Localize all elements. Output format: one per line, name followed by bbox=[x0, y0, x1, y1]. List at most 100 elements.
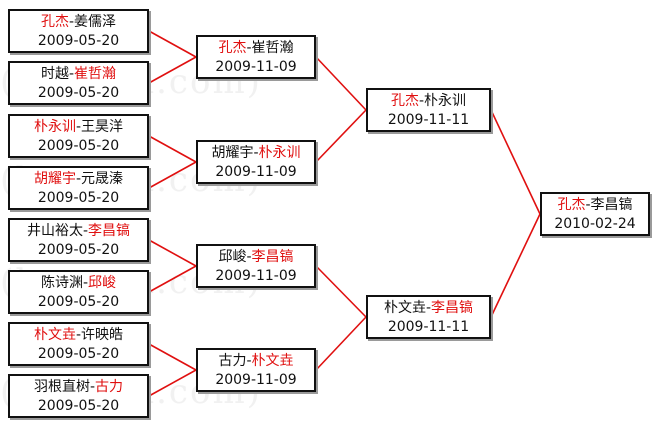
player-name: 朴文垚 bbox=[383, 300, 426, 316]
name-separator: - bbox=[89, 379, 96, 395]
connector-line bbox=[315, 56, 367, 111]
match-date: 2009-11-11 bbox=[387, 112, 470, 128]
player-name: 元晟溱 bbox=[81, 171, 124, 187]
connector-line bbox=[148, 239, 197, 267]
connector-line bbox=[148, 265, 197, 293]
player-name: 邱峻 bbox=[218, 249, 247, 265]
player-name: 王昊洋 bbox=[81, 119, 124, 135]
name-separator: - bbox=[425, 300, 432, 316]
match-date: 2009-05-20 bbox=[37, 138, 120, 154]
player-name: 邱峻 bbox=[88, 275, 117, 291]
connector-line bbox=[315, 109, 367, 163]
connector-line bbox=[315, 316, 367, 371]
name-separator: - bbox=[418, 93, 425, 109]
connector-line bbox=[148, 30, 197, 58]
player-name: 孔杰 bbox=[218, 40, 247, 56]
match-players: 陈诗渊-邱峻 bbox=[10, 272, 147, 293]
player-name: 孔杰 bbox=[557, 197, 586, 213]
name-separator: - bbox=[68, 14, 75, 30]
connector-line bbox=[148, 56, 197, 84]
connector-line bbox=[148, 369, 197, 397]
name-separator: - bbox=[82, 275, 89, 291]
player-name: 李昌镐 bbox=[431, 300, 474, 316]
player-name: 朴永训 bbox=[424, 93, 467, 109]
player-name: 陈诗渊 bbox=[40, 275, 83, 291]
player-name: 孔杰 bbox=[390, 93, 419, 109]
player-name: 朴永训 bbox=[33, 119, 76, 135]
connector-line bbox=[148, 135, 197, 163]
player-name: 胡耀宇 bbox=[211, 145, 254, 161]
player-name: 羽根直树 bbox=[33, 379, 90, 395]
match-players: 朴文垚-李昌镐 bbox=[368, 297, 489, 318]
player-name: 李昌镐 bbox=[88, 223, 131, 239]
name-separator: - bbox=[68, 66, 75, 82]
match-players: 胡耀宇-朴永训 bbox=[198, 142, 314, 163]
name-separator: - bbox=[585, 197, 591, 213]
name-separator: - bbox=[246, 249, 252, 265]
name-separator: - bbox=[246, 40, 252, 56]
player-name: 李昌镐 bbox=[251, 249, 294, 265]
match-date: 2009-05-20 bbox=[37, 85, 120, 101]
match-date: 2010-02-24 bbox=[554, 216, 636, 232]
match-players: 羽根直树-古力 bbox=[10, 376, 147, 397]
player-name: 李昌镐 bbox=[590, 197, 633, 213]
player-name: 时越 bbox=[40, 66, 69, 82]
match-players: 井山裕太-李昌镐 bbox=[10, 220, 147, 241]
connector-line bbox=[315, 265, 367, 318]
player-name: 古力 bbox=[218, 353, 247, 369]
match-players: 孔杰-李昌镐 bbox=[542, 194, 648, 215]
player-name: 崔哲瀚 bbox=[251, 40, 294, 56]
player-name: 朴文垚 bbox=[251, 353, 294, 369]
name-separator: - bbox=[75, 171, 82, 187]
match-players: 孔杰-朴永训 bbox=[368, 90, 489, 111]
match-date: 2009-05-20 bbox=[37, 190, 120, 206]
name-separator: - bbox=[75, 119, 82, 135]
name-separator: - bbox=[253, 145, 259, 161]
player-name: 胡耀宇 bbox=[33, 171, 76, 187]
player-name: 朴文垚 bbox=[33, 327, 76, 343]
match-date: 2009-11-11 bbox=[387, 319, 470, 335]
match-players: 孔杰-崔哲瀚 bbox=[198, 37, 314, 58]
match-date: 2009-05-20 bbox=[37, 398, 120, 414]
match-date: 2009-11-09 bbox=[215, 164, 297, 180]
player-name: 崔哲瀚 bbox=[74, 66, 117, 82]
match-date: 2009-05-20 bbox=[37, 294, 120, 310]
match-date: 2009-11-09 bbox=[215, 59, 297, 75]
player-name: 孔杰 bbox=[40, 14, 69, 30]
match-players: 朴文垚-许映皓 bbox=[10, 324, 147, 345]
match-date: 2009-11-09 bbox=[215, 268, 297, 284]
match-date: 2009-05-20 bbox=[37, 242, 120, 258]
match-players: 朴永训-王昊洋 bbox=[10, 116, 147, 137]
player-name: 井山裕太 bbox=[26, 223, 83, 239]
match-players: 胡耀宇-元晟溱 bbox=[10, 168, 147, 189]
match-date: 2009-11-09 bbox=[215, 372, 297, 388]
player-name: 朴永训 bbox=[258, 145, 301, 161]
match-players: 时越-崔哲瀚 bbox=[10, 63, 147, 84]
connector-line bbox=[490, 109, 541, 215]
match-players: 邱峻-李昌镐 bbox=[198, 246, 314, 267]
player-name: 姜儒泽 bbox=[74, 14, 117, 30]
connector-line bbox=[148, 161, 197, 189]
connector-line bbox=[148, 343, 197, 371]
connector-line bbox=[490, 213, 541, 318]
match-players: 孔杰-姜儒泽 bbox=[10, 11, 147, 32]
match-date: 2009-05-20 bbox=[37, 346, 120, 362]
match-date: 2009-05-20 bbox=[37, 33, 120, 49]
